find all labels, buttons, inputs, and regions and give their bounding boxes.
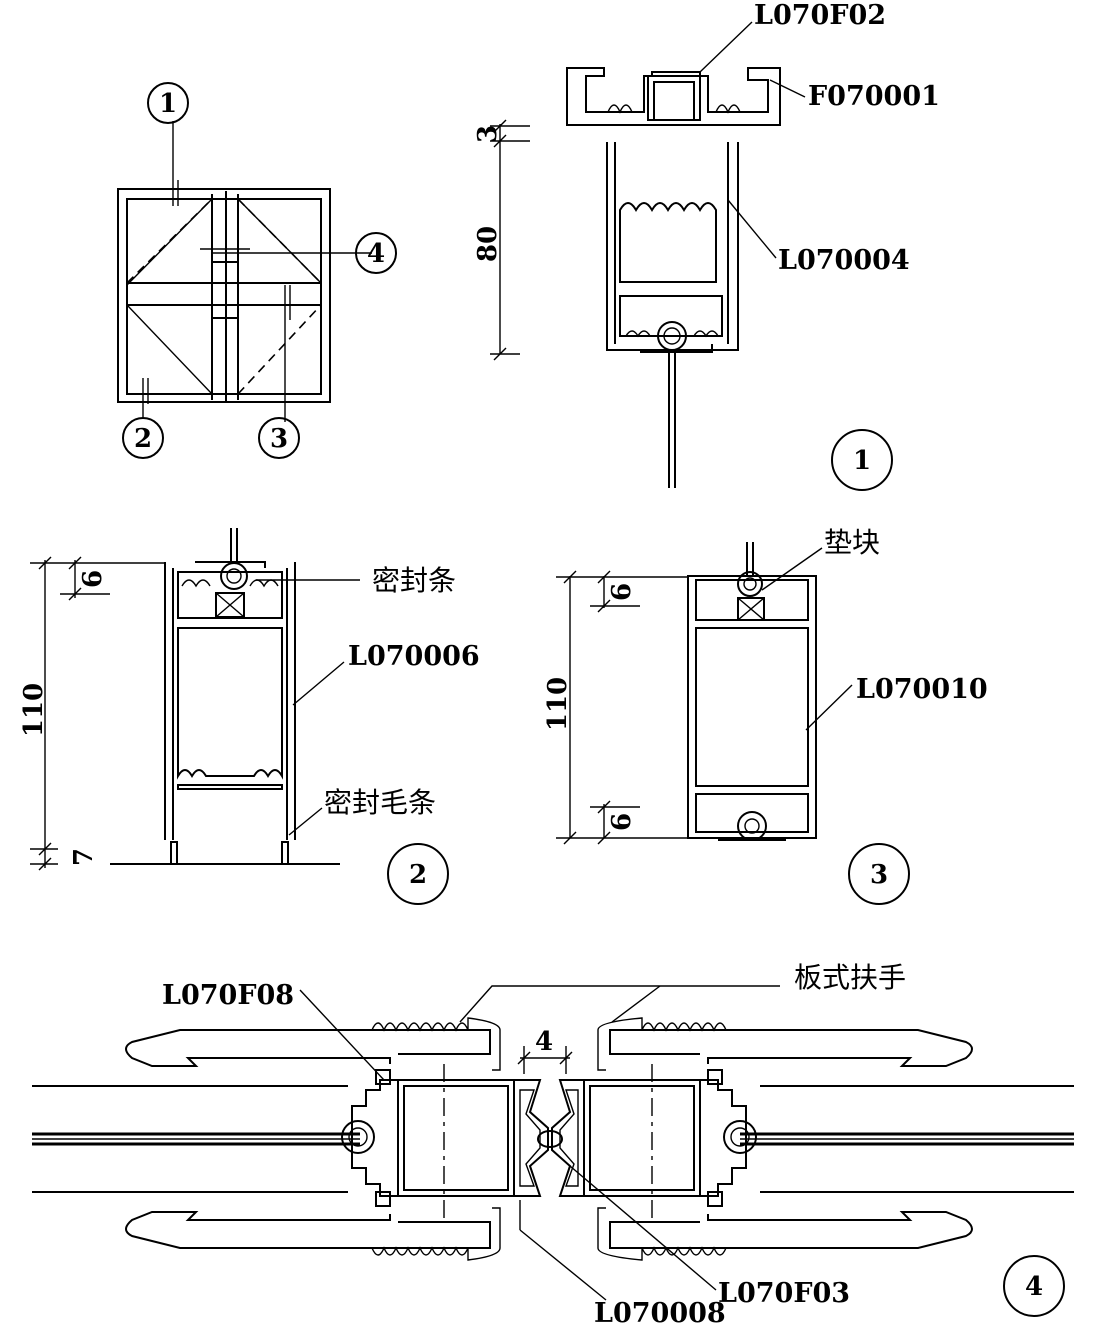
label-seal-strip: 密封条 [372,564,456,597]
label-seal-brush: 密封毛条 [324,786,436,819]
dim-6b: 6 [607,583,637,601]
callout-4-text: 4 [367,239,385,269]
dim-110b: 110 [543,677,573,731]
detail-marker-1-text: 1 [853,446,871,476]
callout-2: 2 [122,417,164,459]
label-panel-handle: 板式扶手 [794,961,906,994]
detail-marker-2: 2 [387,843,449,905]
detail-1-section [490,21,806,488]
dim-7: 7 [69,848,99,866]
label-f070001: F070001 [808,81,940,112]
detail-4-section [32,985,1074,1301]
detail-marker-3-text: 3 [870,860,888,890]
label-l070f03: L070F03 [718,1278,850,1309]
dim-6c: 6 [607,813,637,831]
label-l070004: L070004 [778,245,910,276]
detail-marker-1: 1 [831,429,893,491]
callout-2-text: 2 [134,424,152,454]
label-l070f02: L070F02 [754,0,886,31]
detail-marker-4-text: 4 [1025,1272,1043,1302]
detail-3-section [556,542,853,845]
dim-4: 4 [535,1027,553,1057]
label-l070008: L070008 [594,1298,726,1329]
callout-3: 3 [258,417,300,459]
detail-marker-4: 4 [1003,1255,1065,1317]
callout-1-text: 1 [159,89,177,119]
dim-6a: 6 [78,570,108,588]
callout-3-text: 3 [270,424,288,454]
label-l070010: L070010 [856,674,988,705]
frame-elevation [117,121,372,422]
detail-2-section [30,528,360,871]
dim-80: 80 [473,226,503,262]
label-l070f08: L070F08 [162,980,294,1011]
dim-110a: 110 [19,683,49,737]
detail-marker-2-text: 2 [409,860,427,890]
detail-marker-3: 3 [848,843,910,905]
callout-4: 4 [355,232,397,274]
label-spacer-block: 垫块 [824,526,880,559]
dim-3: 3 [473,125,503,143]
callout-1: 1 [147,82,189,124]
label-l070006: L070006 [348,641,480,672]
